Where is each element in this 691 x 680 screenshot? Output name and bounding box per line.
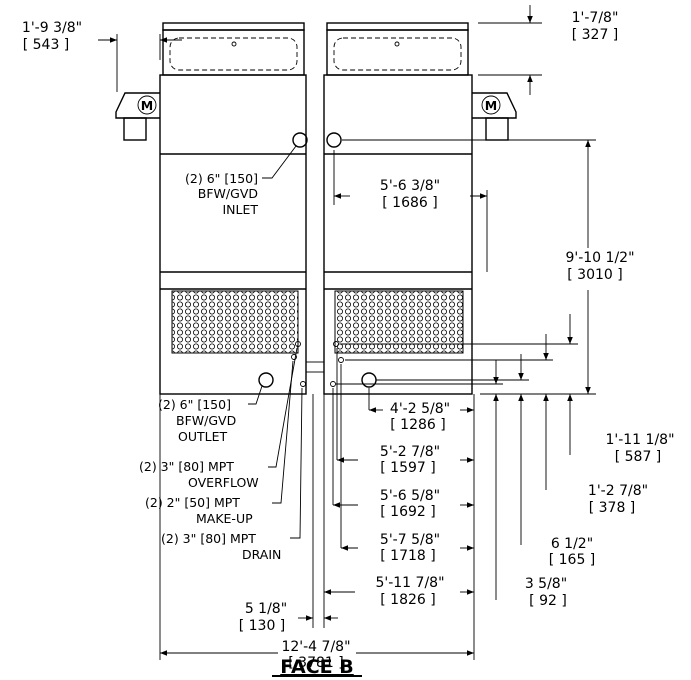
left-discharge-box [162, 29, 305, 76]
callout-text: (2) 6" [150] BFW/GVD INLET (2) 6" [150] … [139, 171, 281, 562]
right-makeup-connection [338, 357, 344, 363]
dim11-metric: [ 3781 ] [288, 655, 343, 671]
right-top-flange [326, 22, 469, 31]
dim2-metric: [ 327 ] [572, 27, 619, 43]
dim6-metric: [ 1597 ] [380, 460, 435, 476]
left-bolt [231, 41, 237, 47]
right-overflow-connection [333, 341, 339, 347]
dim8-imperial: 5'-7 5/8" [380, 532, 440, 548]
dim5-metric: [ 1286 ] [390, 417, 445, 433]
left-discharge-hidden [169, 37, 298, 71]
inlet-label-1: (2) 6" [150] [185, 171, 258, 186]
dim7-imperial: 5'-6 5/8" [380, 488, 440, 504]
dimension-text: 1'-9 3/8" [ 543 ] 1'-7/8" [ 327 ] 5'-6 3… [22, 10, 675, 671]
left-overflow-connection [295, 341, 301, 347]
right-motor-base [485, 117, 509, 141]
dimension-lines [98, 5, 596, 660]
right-discharge-box [326, 29, 469, 76]
left-logo-letter: M [141, 98, 153, 113]
overflow-leader [268, 347, 298, 468]
left-motor-base [123, 117, 147, 141]
drain-leader [290, 387, 303, 539]
dim7-metric: [ 1692 ] [380, 504, 435, 520]
outlet-label-3: OUTLET [178, 429, 227, 444]
dim12-imperial: 1'-11 1/8" [605, 432, 674, 448]
left-louver [171, 290, 299, 354]
outlet-label-1: (2) 6" [150] [158, 397, 231, 412]
dim8-metric: [ 1718 ] [380, 548, 435, 564]
left-inlet-nozzle [292, 132, 308, 148]
dim12-metric: [ 587 ] [615, 449, 662, 465]
dim13-metric: [ 378 ] [589, 500, 636, 516]
outlet-label-2: BFW/GVD [176, 413, 236, 428]
dim3-metric: [ 1686 ] [382, 195, 437, 211]
dim6-imperial: 5'-2 7/8" [380, 444, 440, 460]
drawing-title: FACE B [280, 656, 354, 678]
dim1-metric: [ 543 ] [23, 37, 70, 53]
right-outlet-nozzle [361, 372, 377, 388]
dim14-metric: [ 165 ] [549, 552, 596, 568]
dim14-imperial: 6 1/2" [551, 536, 593, 552]
dim10-metric: [ 130 ] [239, 618, 286, 634]
makeup-leader [272, 360, 294, 504]
right-body [323, 74, 473, 395]
dim13-imperial: 1'-2 7/8" [588, 483, 648, 499]
dim4-imperial: 9'-10 1/2" [565, 250, 634, 266]
dim2-imperial: 1'-7/8" [572, 10, 619, 26]
dim9-imperial: 5'-11 7/8" [375, 575, 444, 591]
inlet-label-3: INLET [222, 202, 258, 217]
makeup-label-1: (2) 2" [50] MPT [145, 495, 240, 510]
equalizer-pipe [305, 361, 325, 373]
overflow-label-2: OVERFLOW [188, 475, 259, 490]
dim15-imperial: 3 5/8" [525, 576, 567, 592]
outlet-leader [248, 385, 263, 405]
dim15-metric: [ 92 ] [529, 593, 567, 609]
right-drain-connection [330, 381, 336, 387]
right-discharge-hidden [333, 37, 462, 71]
makeup-label-2: MAKE-UP [196, 511, 253, 526]
left-unit: M [115, 22, 308, 395]
drain-label-2: DRAIN [242, 547, 281, 562]
inlet-label-2: BFW/GVD [198, 186, 258, 201]
drain-label-1: (2) 3" [80] MPT [161, 531, 256, 546]
right-logo-letter: M [485, 98, 497, 113]
dim9-metric: [ 1826 ] [380, 592, 435, 608]
right-unit: M [305, 22, 517, 395]
dim11-imperial: 12'-4 7/8" [281, 639, 350, 655]
inlet-leader [262, 145, 297, 179]
left-top-flange [162, 22, 305, 31]
left-outlet-nozzle [258, 372, 274, 388]
left-drain-connection [300, 381, 306, 387]
right-logo-badge [481, 95, 501, 115]
dim5-imperial: 4'-2 5/8" [390, 401, 450, 417]
dim1-imperial: 1'-9 3/8" [22, 20, 82, 36]
right-inlet-nozzle [326, 132, 342, 148]
right-bolt [394, 41, 400, 47]
dim10-imperial: 5 1/8" [245, 601, 287, 617]
leader-lines [248, 145, 303, 539]
overflow-label-1: (2) 3" [80] MPT [139, 459, 234, 474]
left-makeup-connection [291, 354, 297, 360]
left-body [159, 74, 307, 395]
right-louver [334, 290, 464, 354]
dim3-imperial: 5'-6 3/8" [380, 178, 440, 194]
left-logo-badge [137, 95, 157, 115]
dim4-metric: [ 3010 ] [567, 267, 622, 283]
